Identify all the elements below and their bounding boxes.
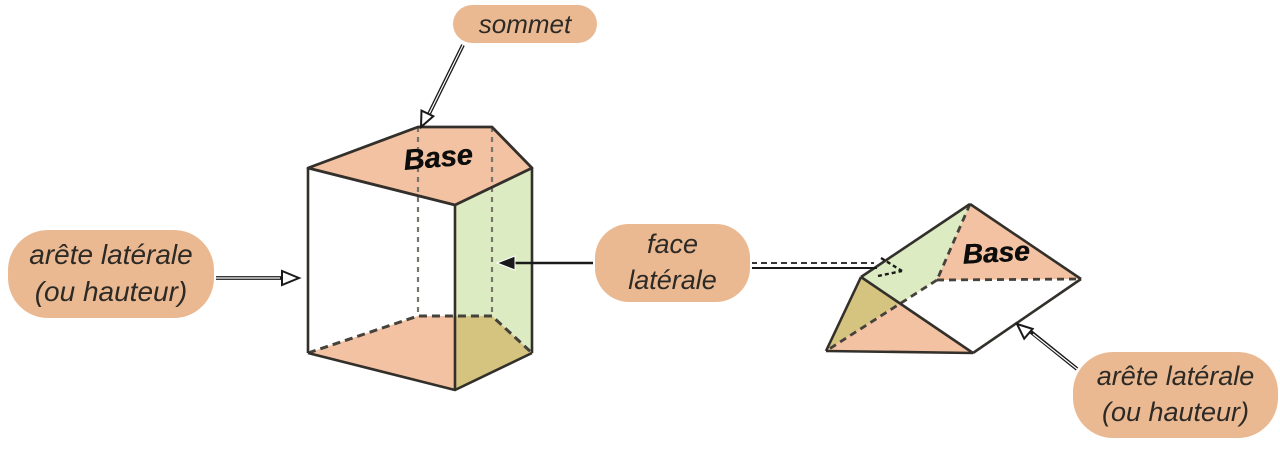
right-prism-edge-left xyxy=(824,276,863,352)
left-prism-top-base-outline xyxy=(306,125,534,207)
left-prism-hidden-bottom-edges xyxy=(307,314,534,355)
right-prism-base-face xyxy=(937,204,1081,280)
right-prism-edge-top-right xyxy=(969,202,1082,281)
annotation-arrows xyxy=(215,44,1079,371)
right-prism-edge-bottom xyxy=(825,349,974,355)
right-prism-near-face-peach xyxy=(826,303,973,353)
lateral-edge-left-label-line2: (ou hauteur) xyxy=(34,276,188,307)
right-prism-base-caption: Base xyxy=(961,235,1031,270)
right-prism-hidden-edge2 xyxy=(936,277,1082,282)
lateral-edge-right-label-line1: arête latérale xyxy=(1096,361,1255,392)
edge-left-arrow xyxy=(215,269,302,287)
right-prism-edge-top-left xyxy=(860,202,971,279)
right-triangular-prism xyxy=(824,202,1082,355)
lateral-face-label-line1: face xyxy=(646,229,699,260)
lateral-face-label-pill: face latérale xyxy=(595,224,750,302)
lateral-edge-right-label-line2: (ou hauteur) xyxy=(1101,397,1250,427)
face-arrow-solid xyxy=(495,255,594,271)
right-prism-hidden-edge1 xyxy=(935,203,972,281)
left-pentagonal-prism xyxy=(306,125,534,392)
face-arrow-dashed xyxy=(751,256,903,278)
edge-right-arrow xyxy=(1015,322,1079,371)
lateral-edge-left-label-pill: arête latérale (ou hauteur) xyxy=(8,230,214,318)
right-prism-hidden-edge3 xyxy=(825,278,938,353)
left-prism-bottom-khaki-overlap xyxy=(455,316,532,390)
right-prism-khaki-overlap xyxy=(826,277,900,351)
sommet-label-pill: sommet xyxy=(453,5,597,43)
lateral-face-label-line2: latérale xyxy=(628,265,717,295)
left-prism-top-base-face xyxy=(308,127,532,205)
lateral-edge-left-label-line1: arête latérale xyxy=(29,239,193,271)
right-prism-lateral-edge-bottom-right xyxy=(972,277,1082,355)
sommet-label-text: sommet xyxy=(478,8,572,39)
right-prism-edge-front xyxy=(860,275,974,355)
sommet-arrow xyxy=(419,44,465,130)
lateral-edge-right-label-pill: arête latérale (ou hauteur) xyxy=(1073,352,1278,438)
